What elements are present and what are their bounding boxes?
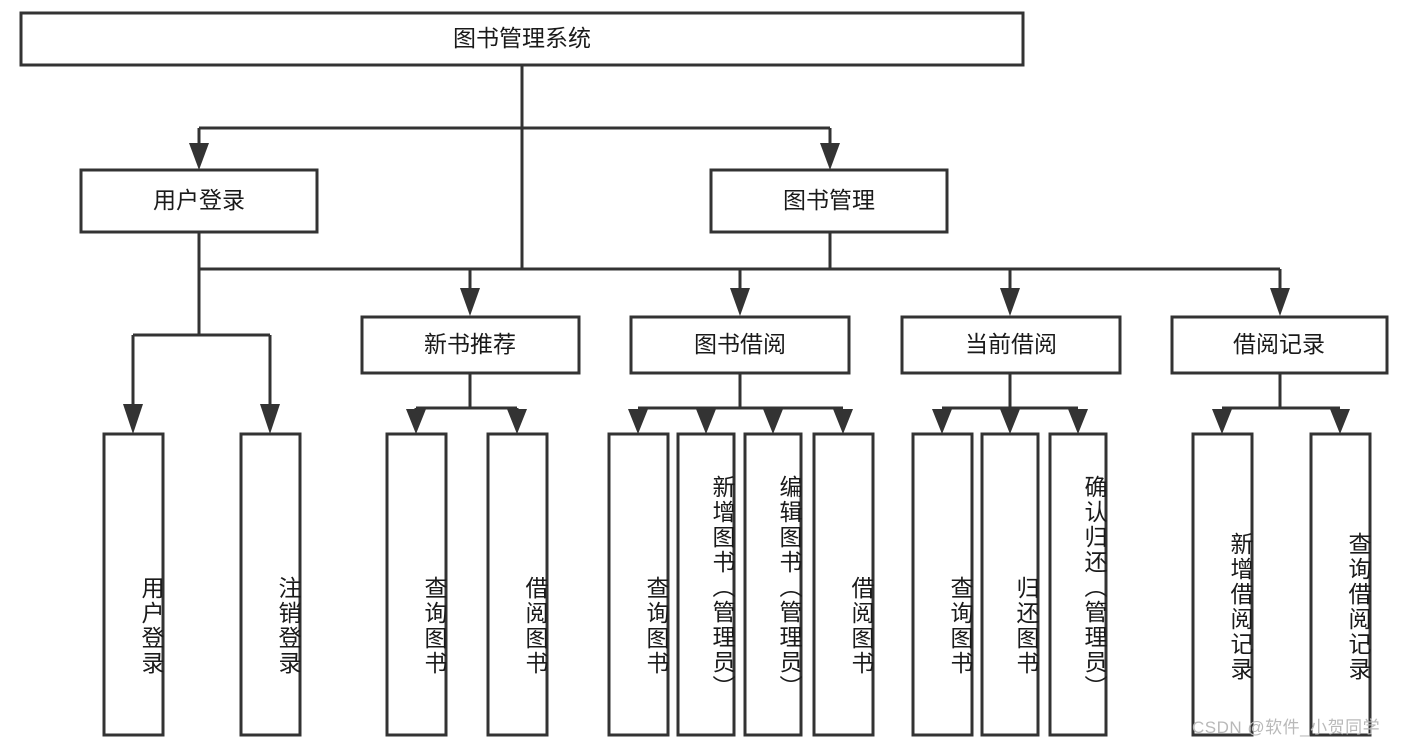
node-box-book-borrow[interactable] (629, 315, 851, 375)
node-box-leaf-query-record[interactable] (1309, 432, 1372, 737)
node-box-borrow-record[interactable] (1170, 315, 1389, 375)
arrow-to-leaf-borrow-book-1-icon (507, 409, 527, 434)
node-box-leaf-query-book-2[interactable] (607, 432, 670, 737)
node-box-leaf-query-book-1[interactable] (385, 432, 448, 737)
arrow-to-book-manage-icon (820, 143, 840, 170)
node-label-current-borrow: 当前借阅 (965, 331, 1057, 357)
node-box-book-manage[interactable] (709, 168, 949, 234)
connector-group-book-manage (460, 232, 1290, 316)
connector-group-user-login (123, 232, 280, 434)
node-box-leaf-add-book[interactable] (676, 432, 736, 737)
node-box-leaf-user-login[interactable] (102, 432, 165, 737)
connector-group-new-book-recommend (406, 373, 527, 434)
arrow-to-current-borrow-icon (1000, 288, 1020, 316)
node-box-leaf-borrow-book-2[interactable] (812, 432, 875, 737)
connector-root-tree (189, 65, 840, 170)
arrow-to-leaf-query-book-1-icon (406, 409, 426, 434)
arrow-to-leaf-add-record-icon (1212, 409, 1232, 434)
arrow-to-new-book-recommend-icon (460, 288, 480, 316)
node-box-leaf-add-record[interactable] (1191, 432, 1254, 737)
node-label-root: 图书管理系统 (453, 25, 591, 51)
watermark-text: CSDN @软件_小贺同学 (1192, 718, 1381, 737)
arrow-to-leaf-user-login-icon (123, 404, 143, 434)
connector-group-root (199, 65, 830, 271)
connector-group-borrow-record (1212, 373, 1350, 434)
node-label-book-manage: 图书管理 (783, 187, 875, 213)
node-box-leaf-confirm-return[interactable] (1048, 432, 1108, 737)
node-box-leaf-edit-book[interactable] (743, 432, 803, 737)
arrow-to-leaf-edit-book-icon (763, 409, 783, 434)
arrow-to-leaf-confirm-return-icon (1068, 409, 1088, 434)
node-box-current-borrow[interactable] (900, 315, 1122, 375)
node-label-new-book-recommend: 新书推荐 (424, 331, 516, 357)
node-box-leaf-user-logout[interactable] (239, 432, 302, 737)
arrow-to-leaf-query-record-icon (1330, 409, 1350, 434)
node-box-user-login[interactable] (79, 168, 319, 234)
node-box-new-book-recommend[interactable] (360, 315, 581, 375)
arrow-to-book-borrow-icon (730, 288, 750, 316)
node-box-leaf-borrow-book-1[interactable] (486, 432, 549, 737)
arrow-to-leaf-borrow-book-2-icon (833, 409, 853, 434)
arrow-to-leaf-query-book-3-icon (932, 409, 952, 434)
arrow-to-leaf-return-book-icon (1000, 409, 1020, 434)
arrow-to-user-login-icon (189, 143, 209, 170)
arrow-to-leaf-add-book-icon (696, 409, 716, 434)
node-box-leaf-query-book-3[interactable] (911, 432, 974, 737)
node-label-user-login: 用户登录 (153, 187, 245, 213)
connector-group-book-borrow (628, 373, 853, 434)
connector-group-current-borrow (932, 373, 1088, 434)
arrow-to-leaf-query-book-2-icon (628, 409, 648, 434)
node-box-leaf-return-book[interactable] (980, 432, 1040, 737)
node-label-borrow-record: 借阅记录 (1233, 331, 1325, 357)
arrow-to-leaf-user-logout-icon (260, 404, 280, 434)
arrow-to-borrow-record-icon (1270, 288, 1290, 316)
node-box-root[interactable] (19, 11, 1025, 67)
node-label-book-borrow: 图书借阅 (694, 331, 786, 357)
